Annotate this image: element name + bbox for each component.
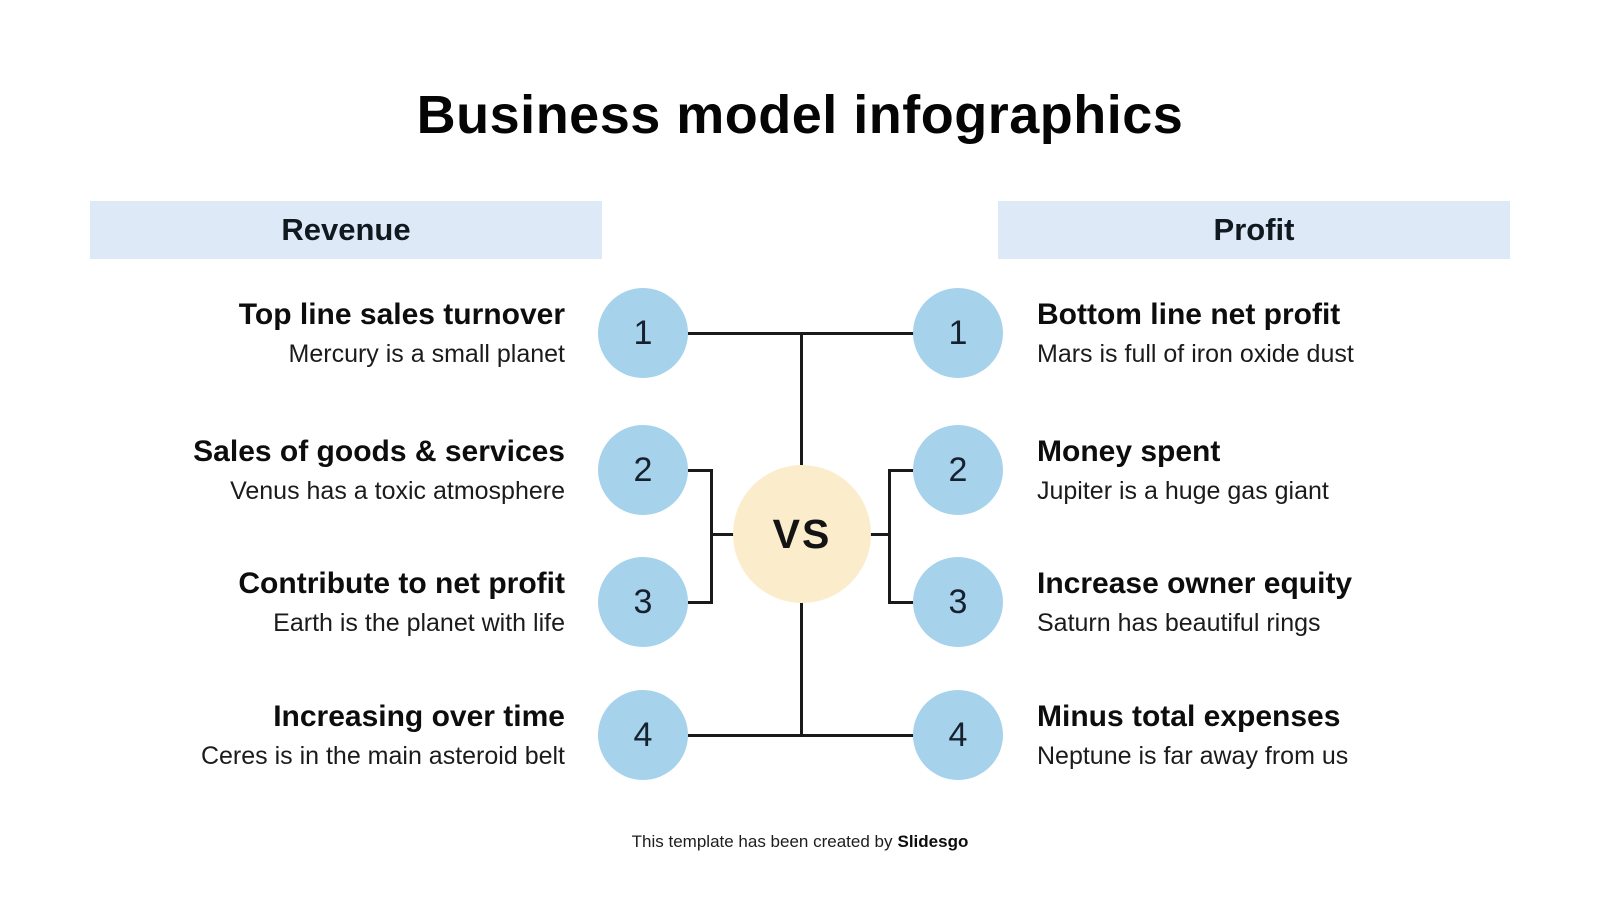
- revenue-header-label: Revenue: [281, 212, 411, 247]
- connector-row4: [688, 734, 914, 737]
- step-number: 4: [633, 715, 653, 754]
- step-circle-right-2: 2: [913, 425, 1003, 515]
- vs-label: VS: [772, 510, 832, 557]
- revenue-item-1: Top line sales turnover Mercury is a sma…: [85, 296, 565, 370]
- connector-top-vertical: [800, 333, 803, 465]
- step-circle-left-2: 2: [598, 425, 688, 515]
- item-desc: Ceres is in the main asteroid belt: [200, 742, 565, 770]
- item-desc: Mars is full of iron oxide dust: [1037, 340, 1354, 368]
- profit-item-3: Increase owner equity Saturn has beautif…: [1037, 565, 1517, 639]
- step-circle-left-1: 1: [598, 288, 688, 378]
- item-desc: Saturn has beautiful rings: [1037, 609, 1321, 637]
- vs-circle: VS: [733, 465, 871, 603]
- connector-left-stub-3: [688, 601, 713, 604]
- footer-brand: Slidesgo: [897, 832, 969, 851]
- item-desc: Mercury is a small planet: [288, 340, 565, 368]
- item-title: Bottom line net profit: [1037, 298, 1341, 331]
- connector-right-mid-stub: [865, 533, 891, 536]
- revenue-item-2: Sales of goods & services Venus has a to…: [85, 433, 565, 507]
- connector-left-stub-2: [688, 469, 713, 472]
- connector-left-bracket: [710, 469, 713, 604]
- revenue-header-band: Revenue: [90, 201, 602, 259]
- item-title: Increase owner equity: [1037, 567, 1353, 600]
- step-circle-left-4: 4: [598, 690, 688, 780]
- item-title: Money spent: [1037, 435, 1221, 468]
- item-desc: Neptune is far away from us: [1037, 742, 1349, 770]
- item-desc: Venus has a toxic atmosphere: [230, 477, 565, 505]
- profit-header-band: Profit: [998, 201, 1510, 259]
- step-circle-right-1: 1: [913, 288, 1003, 378]
- footer-text: This template has been created by: [631, 832, 893, 851]
- profit-item-4: Minus total expenses Neptune is far away…: [1037, 698, 1517, 772]
- revenue-item-3: Contribute to net profit Earth is the pl…: [85, 565, 565, 639]
- connector-right-stub-2: [888, 469, 913, 472]
- connector-right-bracket: [888, 469, 891, 604]
- item-desc: Jupiter is a huge gas giant: [1037, 477, 1329, 505]
- item-title: Contribute to net profit: [238, 567, 565, 600]
- step-number: 3: [633, 582, 653, 621]
- step-circle-left-3: 3: [598, 557, 688, 647]
- profit-header-label: Profit: [1213, 212, 1295, 247]
- profit-item-2: Money spent Jupiter is a huge gas giant: [1037, 433, 1517, 507]
- step-number: 2: [633, 450, 653, 489]
- step-number: 3: [948, 582, 968, 621]
- step-circle-right-3: 3: [913, 557, 1003, 647]
- connector-bottom-vertical: [800, 603, 803, 736]
- slide-title: Business model infographics: [416, 85, 1184, 145]
- step-number: 1: [948, 313, 968, 352]
- step-number: 2: [948, 450, 968, 489]
- step-number: 4: [948, 715, 968, 754]
- item-desc: Earth is the planet with life: [273, 609, 565, 637]
- step-number: 1: [633, 313, 653, 352]
- step-circle-right-4: 4: [913, 690, 1003, 780]
- revenue-item-4: Increasing over time Ceres is in the mai…: [85, 698, 565, 772]
- item-title: Increasing over time: [273, 700, 565, 733]
- item-title: Top line sales turnover: [238, 298, 565, 331]
- item-title: Sales of goods & services: [193, 435, 565, 468]
- connector-right-stub-3: [888, 601, 913, 604]
- item-title: Minus total expenses: [1037, 700, 1341, 733]
- connector-left-mid-stub: [710, 533, 736, 536]
- profit-item-1: Bottom line net profit Mars is full of i…: [1037, 296, 1517, 370]
